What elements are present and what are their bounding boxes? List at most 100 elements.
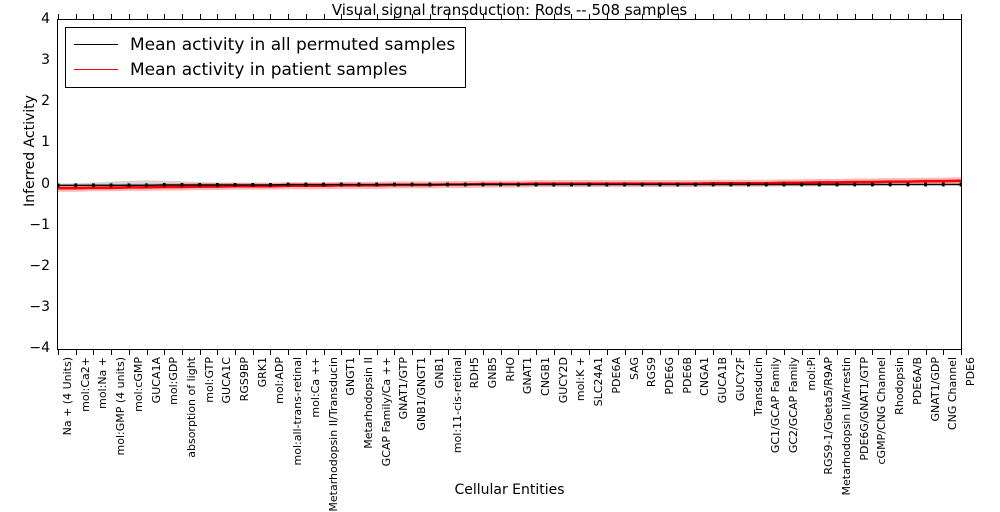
data-point-marker: [570, 182, 573, 187]
data-point-marker: [711, 182, 715, 187]
x-tick-mark: [429, 14, 431, 19]
data-point-marker: [906, 182, 910, 187]
x-tick-mark: [482, 350, 484, 355]
x-tick-mark: [199, 14, 201, 19]
x-tick-mark: [518, 350, 520, 355]
x-tick-label: GUCA1A: [149, 357, 163, 404]
x-tick-mark: [730, 14, 732, 19]
x-tick-label: cGMP/CNG Channel: [875, 357, 889, 465]
x-tick-mark: [323, 14, 325, 19]
x-tick-mark: [270, 14, 272, 19]
data-point-marker: [924, 182, 927, 187]
x-tick-label: PDE6: [964, 357, 977, 387]
x-tick-label: mol:all-trans-retinal: [291, 357, 305, 466]
x-tick-mark: [748, 14, 750, 19]
x-tick-mark: [695, 350, 697, 355]
x-tick-mark: [695, 14, 697, 19]
x-tick-mark: [500, 350, 502, 355]
data-point-marker: [198, 183, 202, 187]
x-tick-mark: [111, 350, 113, 355]
legend-label: Mean activity in patient samples: [130, 59, 408, 80]
x-tick-mark: [252, 350, 254, 355]
x-tick-label: mol:GDP: [167, 357, 181, 405]
data-point-marker: [180, 183, 184, 187]
series-line-permuted: [58, 183, 961, 187]
x-tick-mark: [217, 14, 219, 19]
y-tick-label: 4: [41, 11, 50, 27]
x-tick-label: mol:Na +: [96, 357, 110, 409]
data-point-marker: [58, 183, 60, 188]
x-tick-label: GNAT1: [521, 357, 535, 395]
x-tick-mark: [394, 350, 396, 355]
x-tick-mark: [589, 350, 591, 355]
x-tick-mark: [713, 350, 715, 355]
x-tick-label: PDE6A/B: [910, 357, 924, 405]
data-point-marker: [215, 183, 219, 187]
x-tick-mark: [624, 350, 626, 355]
x-tick-mark: [925, 350, 927, 355]
x-tick-mark: [376, 350, 378, 355]
data-point-marker: [269, 183, 272, 187]
x-tick-label: mol:Ca ++: [308, 357, 322, 418]
x-tick-mark: [766, 14, 768, 19]
x-tick-mark: [252, 14, 254, 19]
data-point-marker: [871, 182, 874, 187]
y-tick-label: −1: [29, 216, 50, 233]
x-tick-mark: [288, 350, 290, 355]
data-point-marker: [782, 182, 786, 187]
x-tick-mark: [571, 350, 573, 355]
x-tick-mark: [660, 14, 661, 19]
x-tick-mark: [837, 350, 839, 355]
data-point-marker: [516, 182, 520, 187]
legend-entry[interactable]: Mean activity in patient samples: [74, 57, 455, 82]
x-tick-label: PDE6G: [663, 357, 676, 395]
x-tick-mark: [571, 14, 573, 19]
x-tick-mark: [146, 350, 148, 355]
data-point-marker: [676, 182, 680, 187]
x-tick-label: PDE6G/GNAT1/GTP: [857, 357, 871, 461]
x-tick-mark: [376, 14, 378, 19]
x-tick-mark: [447, 350, 449, 355]
x-tick-mark: [164, 14, 166, 19]
x-tick-label: GNAT1/GDP: [928, 357, 942, 422]
x-tick-mark: [465, 14, 467, 19]
data-point-marker: [446, 182, 449, 187]
data-point-marker: [339, 182, 343, 187]
x-tick-mark: [961, 350, 962, 355]
x-tick-mark: [943, 14, 945, 19]
x-tick-label: GNB1/GNGT1: [415, 357, 429, 431]
x-tick-label: mol:Ca2+: [78, 357, 92, 412]
data-point-marker: [959, 182, 961, 187]
x-tick-label: Transducin: [751, 357, 765, 417]
x-tick-mark: [943, 350, 945, 355]
x-tick-mark: [748, 350, 750, 355]
x-tick-mark: [872, 350, 874, 355]
data-point-marker: [286, 182, 290, 187]
x-tick-mark: [606, 350, 608, 355]
x-tick-mark: [961, 14, 962, 19]
x-tick-mark: [412, 350, 414, 355]
data-point-marker: [534, 182, 538, 187]
x-tick-mark: [58, 14, 59, 19]
x-tick-label: GC1/GCAP Family: [769, 357, 783, 454]
x-tick-label: GUCA1B: [716, 357, 730, 404]
x-tick-mark: [500, 14, 502, 19]
data-series-svg: [58, 177, 961, 192]
x-tick-mark: [323, 350, 325, 355]
data-point-marker: [375, 182, 379, 187]
legend-entry[interactable]: Mean activity in all permuted samples: [74, 32, 455, 57]
y-tick-label: −2: [29, 257, 50, 274]
x-tick-mark: [801, 350, 803, 355]
x-tick-label: mol:Pi: [804, 357, 818, 391]
x-tick-mark: [677, 14, 679, 19]
x-tick-mark: [305, 350, 307, 355]
x-tick-label: SLC24A1: [592, 357, 606, 407]
x-tick-label: GC2/GCAP Family: [786, 357, 800, 454]
data-point-marker: [853, 182, 857, 187]
data-point-marker: [941, 182, 945, 187]
x-tick-label: RGS9-1/Gbeta5/R9AP: [822, 357, 836, 475]
data-point-marker: [800, 182, 804, 187]
x-axis-label: Cellular Entities: [454, 482, 565, 498]
x-tick-mark: [783, 350, 785, 355]
